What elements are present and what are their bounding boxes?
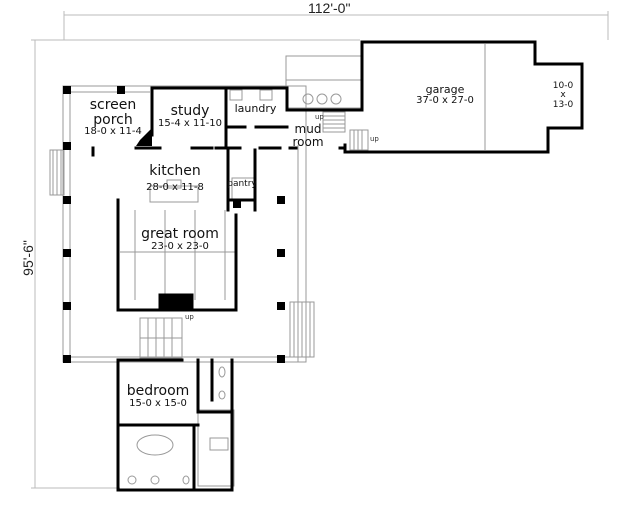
room-name: room bbox=[292, 134, 324, 149]
room-size: 10-0 bbox=[552, 81, 574, 91]
porch-posts bbox=[63, 86, 285, 363]
room-great-room: great room 23-0 x 23-0 bbox=[135, 227, 225, 252]
room-name: great room bbox=[141, 226, 219, 242]
room-name: screen bbox=[89, 97, 137, 113]
room-kitchen: kitchen 28-0 x 11-8 bbox=[140, 164, 210, 193]
room-pantry: pantry bbox=[226, 179, 258, 189]
room-mud-room: mud room bbox=[290, 123, 326, 148]
overall-width-dimension: 112'-0" bbox=[308, 0, 351, 16]
room-size: 15-0 x 15-0 bbox=[129, 397, 187, 409]
dimension-lines bbox=[31, 11, 609, 489]
room-garage: garage 37-0 x 27-0 bbox=[410, 84, 480, 106]
porch-outline bbox=[49, 44, 486, 487]
room-size: x bbox=[560, 90, 566, 101]
room-name: kitchen bbox=[149, 163, 201, 179]
room-study: study 15-4 x 11-10 bbox=[155, 104, 225, 129]
room-screen-porch: screen porch 18-0 x 11-4 bbox=[78, 98, 148, 138]
room-name: mud bbox=[294, 122, 322, 136]
room-name: bedroom bbox=[126, 383, 190, 399]
room-name: garage bbox=[425, 83, 465, 96]
stair-up-label-garage: up bbox=[370, 135, 379, 143]
room-bedroom: bedroom 15-0 x 15-0 bbox=[120, 384, 196, 409]
room-name: porch bbox=[93, 111, 133, 128]
room-laundry: laundry bbox=[228, 103, 283, 115]
overall-depth-dimension: 95'-6" bbox=[19, 240, 36, 276]
room-size: 15-4 x 11-10 bbox=[157, 117, 223, 129]
room-name: laundry bbox=[234, 102, 277, 115]
room-size: 18-0 x 11-4 bbox=[84, 126, 142, 138]
room-name: pantry bbox=[227, 179, 257, 189]
walls bbox=[91, 40, 584, 492]
room-garage-bay: 10-0 x 13-0 bbox=[548, 81, 578, 110]
stair-up-label-mud: up bbox=[315, 113, 324, 121]
room-size: 28-0 x 11-8 bbox=[146, 181, 204, 193]
room-size: 37-0 x 27-0 bbox=[416, 94, 474, 106]
room-name: study bbox=[170, 103, 210, 119]
room-size: 13-0 bbox=[552, 99, 574, 110]
stair-up-label-main: up bbox=[185, 313, 194, 321]
room-size: 23-0 x 23-0 bbox=[151, 240, 209, 252]
